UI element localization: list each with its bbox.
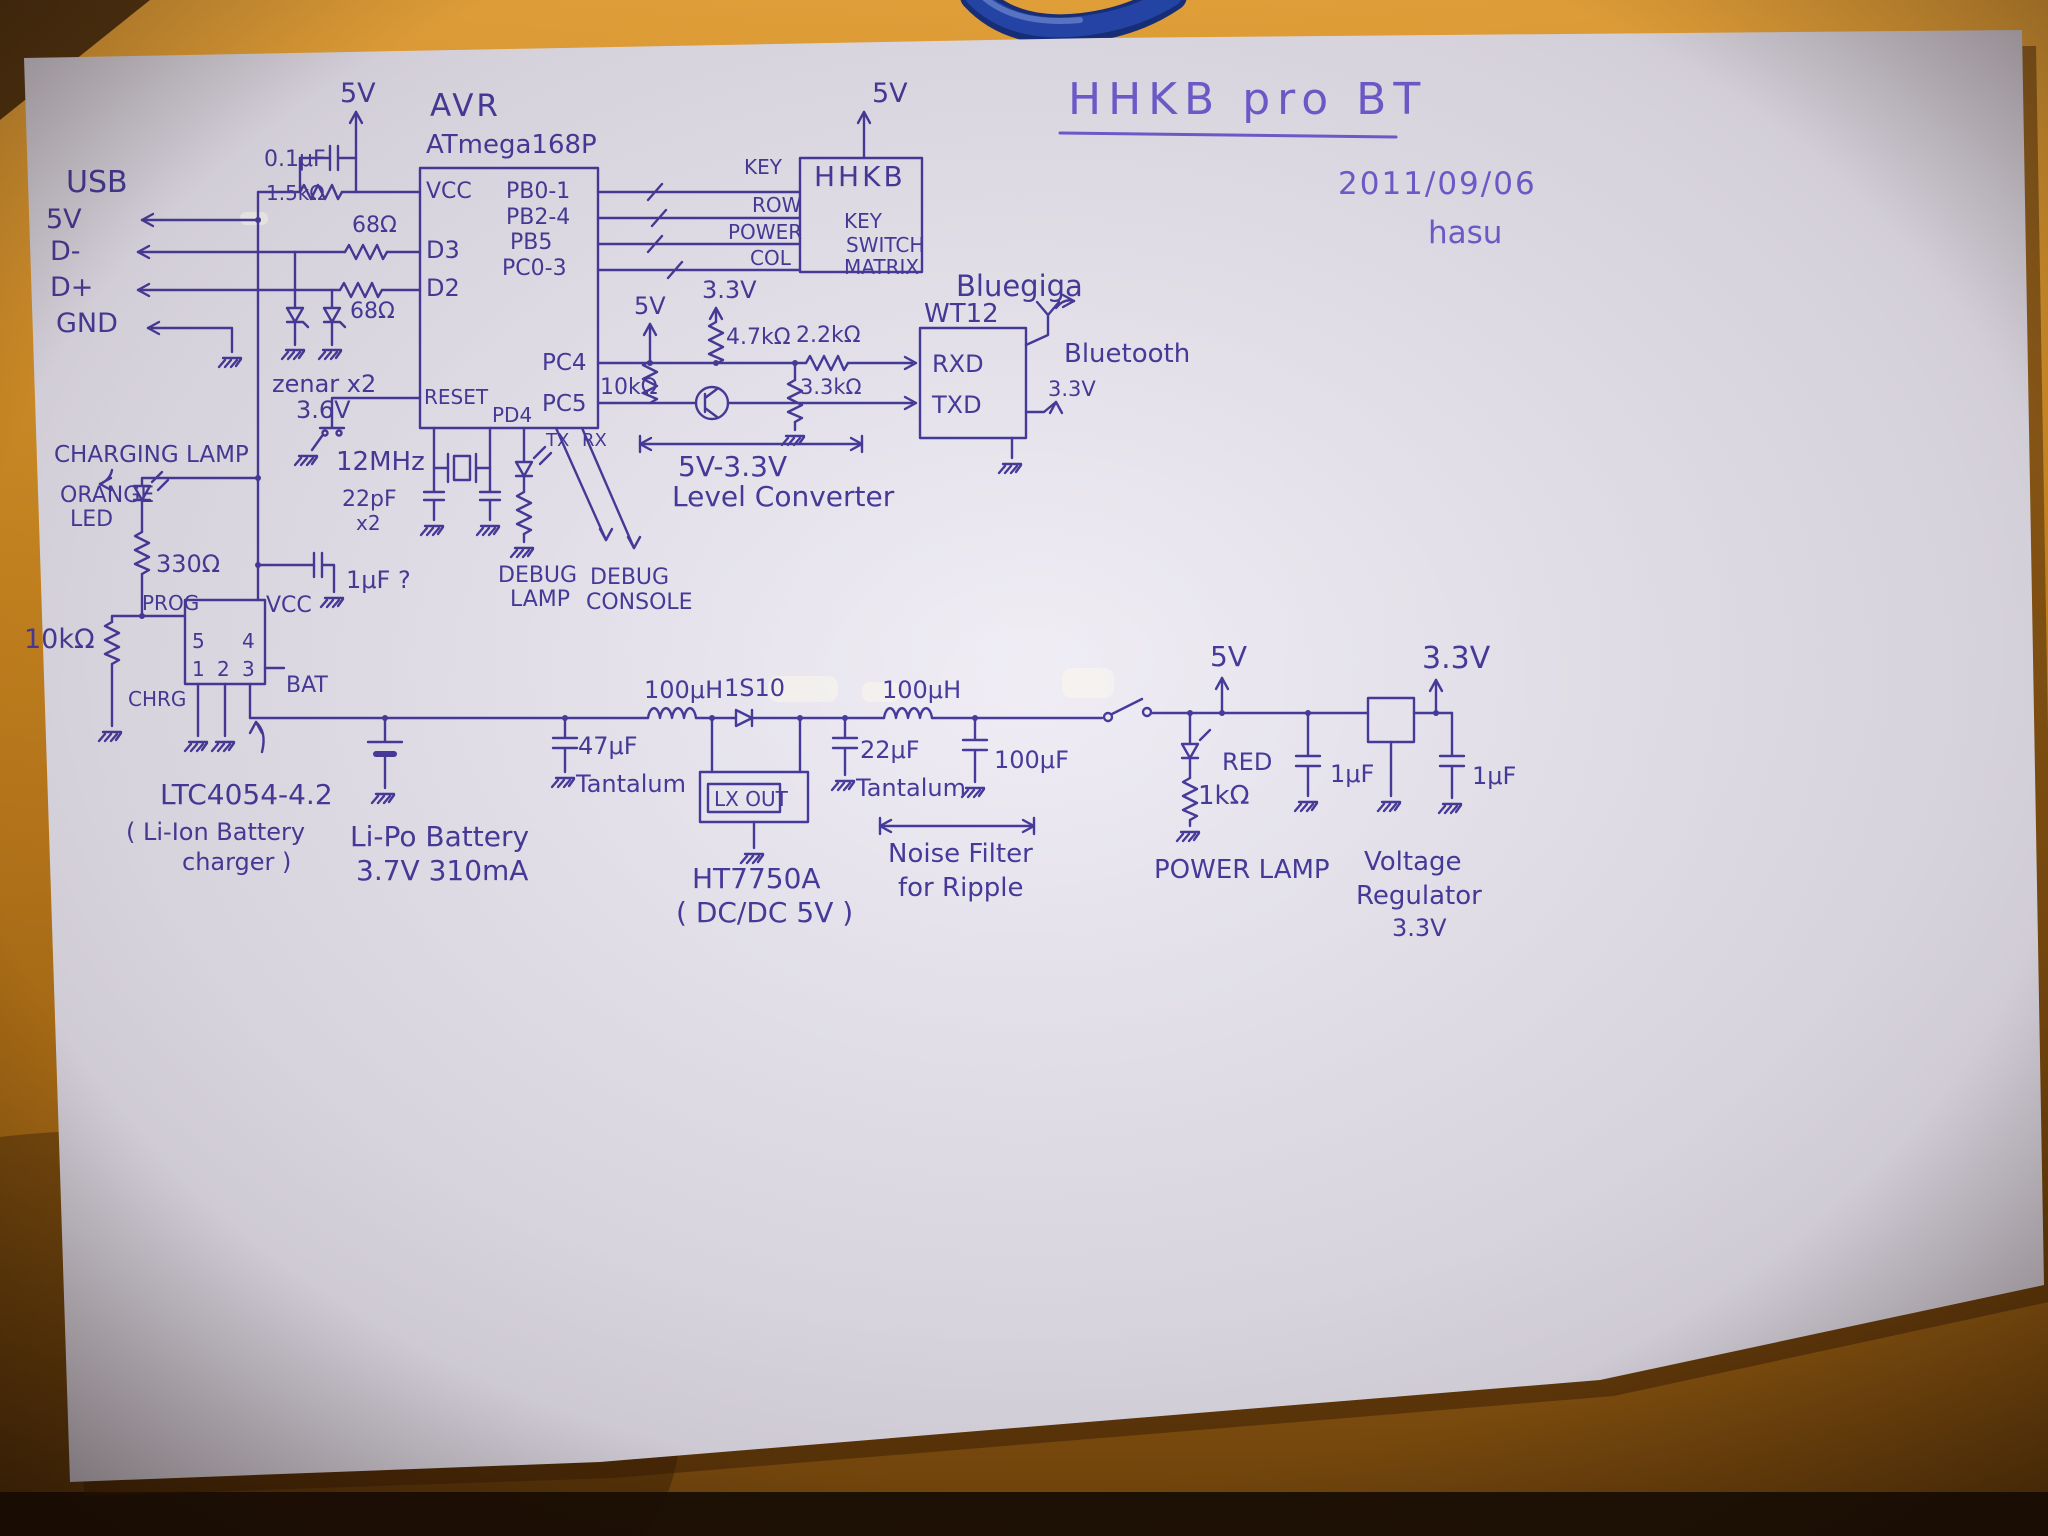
photo-vignette [0,0,2048,1536]
photo-of-hand-drawn-schematic: HHKB pro BT 2011/09/06 hasu USB 5V D- D+… [0,0,2048,1536]
schematic-canvas: HHKB pro BT 2011/09/06 hasu USB 5V D- D+… [0,0,2048,1536]
